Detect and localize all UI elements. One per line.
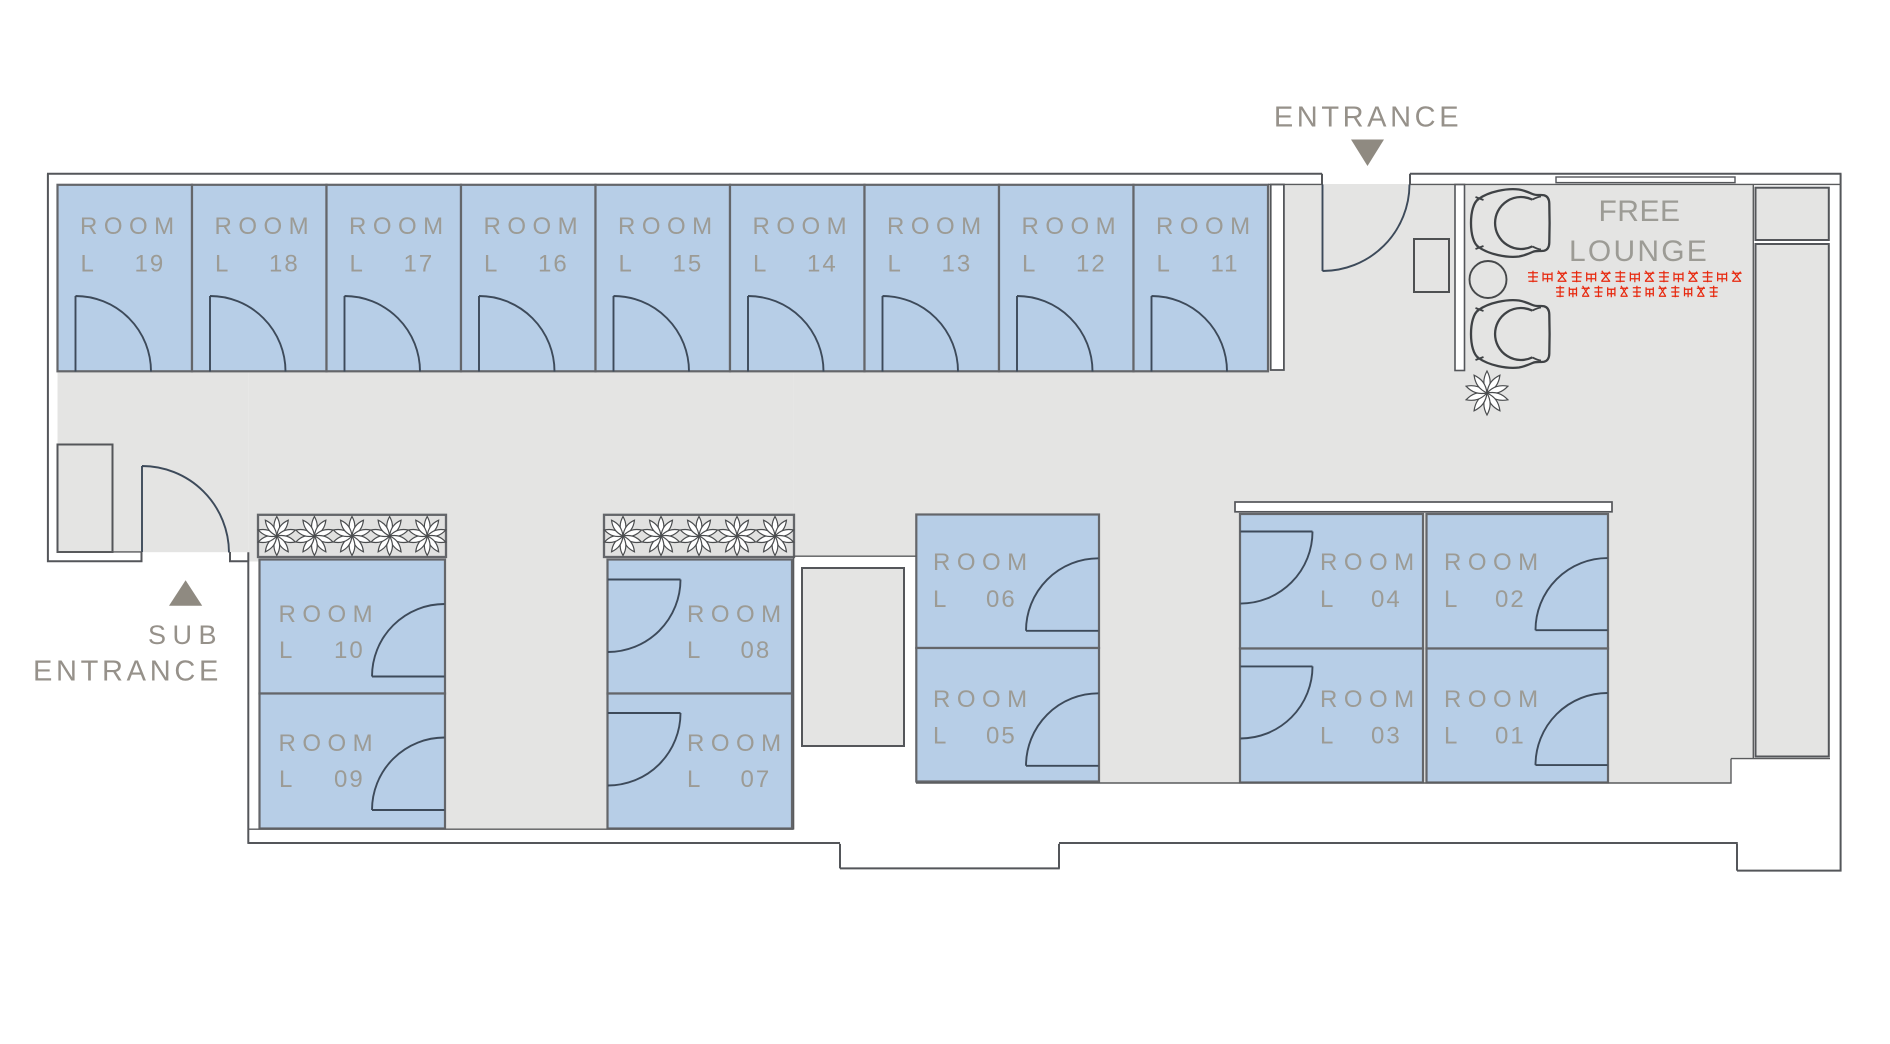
svg-text:L: L xyxy=(687,766,700,793)
svg-text:16: 16 xyxy=(538,251,569,278)
svg-text:12: 12 xyxy=(1076,251,1107,278)
svg-text:ROOM: ROOM xyxy=(687,730,788,757)
svg-text:10: 10 xyxy=(334,637,365,664)
svg-text:13: 13 xyxy=(942,251,973,278)
svg-text:08: 08 xyxy=(741,637,772,664)
svg-text:17: 17 xyxy=(404,251,435,278)
svg-text:ROOM: ROOM xyxy=(753,213,854,240)
svg-text:15: 15 xyxy=(673,251,704,278)
svg-text:L: L xyxy=(279,637,292,664)
svg-text:L: L xyxy=(81,251,94,278)
svg-text:ROOM: ROOM xyxy=(1444,686,1545,713)
svg-text:ROOM: ROOM xyxy=(1320,686,1421,713)
svg-text:ROOM: ROOM xyxy=(1156,213,1257,240)
svg-text:L: L xyxy=(1022,251,1035,278)
svg-text:ROOM: ROOM xyxy=(80,213,181,240)
svg-text:L: L xyxy=(1157,251,1170,278)
svg-text:18: 18 xyxy=(269,251,300,278)
svg-text:03: 03 xyxy=(1371,723,1402,750)
svg-text:L: L xyxy=(1320,723,1333,750)
svg-text:07: 07 xyxy=(741,766,772,793)
svg-text:SUB: SUB xyxy=(148,620,223,650)
svg-text:01: 01 xyxy=(1495,723,1526,750)
svg-text:L: L xyxy=(933,723,946,750)
svg-text:11: 11 xyxy=(1211,251,1240,278)
svg-text:L: L xyxy=(888,251,901,278)
svg-text:L: L xyxy=(1444,723,1457,750)
svg-text:ROOM: ROOM xyxy=(215,213,316,240)
svg-text:19: 19 xyxy=(135,251,166,278)
svg-text:ROOM: ROOM xyxy=(618,213,719,240)
svg-text:ROOM: ROOM xyxy=(687,601,788,628)
svg-text:ROOM: ROOM xyxy=(933,549,1034,576)
svg-text:FREE: FREE xyxy=(1598,195,1680,228)
svg-text:L: L xyxy=(350,251,363,278)
svg-text:ENTRANCE: ENTRANCE xyxy=(1274,102,1462,134)
svg-text:04: 04 xyxy=(1371,586,1402,613)
svg-text:14: 14 xyxy=(807,251,838,278)
svg-text:06: 06 xyxy=(986,586,1017,613)
svg-text:L: L xyxy=(1320,586,1333,613)
svg-text:09: 09 xyxy=(334,766,365,793)
svg-text:ROOM: ROOM xyxy=(279,601,380,628)
svg-text:05: 05 xyxy=(986,723,1017,750)
svg-text:L: L xyxy=(484,251,497,278)
svg-text:L: L xyxy=(933,586,946,613)
svg-text:L: L xyxy=(215,251,228,278)
svg-text:ROOM: ROOM xyxy=(887,213,988,240)
svg-text:L: L xyxy=(279,766,292,793)
svg-text:ROOM: ROOM xyxy=(279,730,380,757)
svg-text:L: L xyxy=(687,637,700,664)
svg-text:ROOM: ROOM xyxy=(1320,549,1421,576)
svg-text:ENTRANCE: ENTRANCE xyxy=(33,655,222,687)
svg-text:ROOM: ROOM xyxy=(484,213,585,240)
svg-text:L: L xyxy=(1444,586,1457,613)
svg-text:ROOM: ROOM xyxy=(1444,549,1545,576)
svg-text:02: 02 xyxy=(1495,586,1526,613)
svg-text:ROOM: ROOM xyxy=(349,213,450,240)
svg-text:L: L xyxy=(753,251,766,278)
svg-text:ROOM: ROOM xyxy=(933,686,1034,713)
svg-text:L: L xyxy=(619,251,632,278)
svg-text:ROOM: ROOM xyxy=(1022,213,1123,240)
svg-text:LOUNGE: LOUNGE xyxy=(1569,235,1709,268)
